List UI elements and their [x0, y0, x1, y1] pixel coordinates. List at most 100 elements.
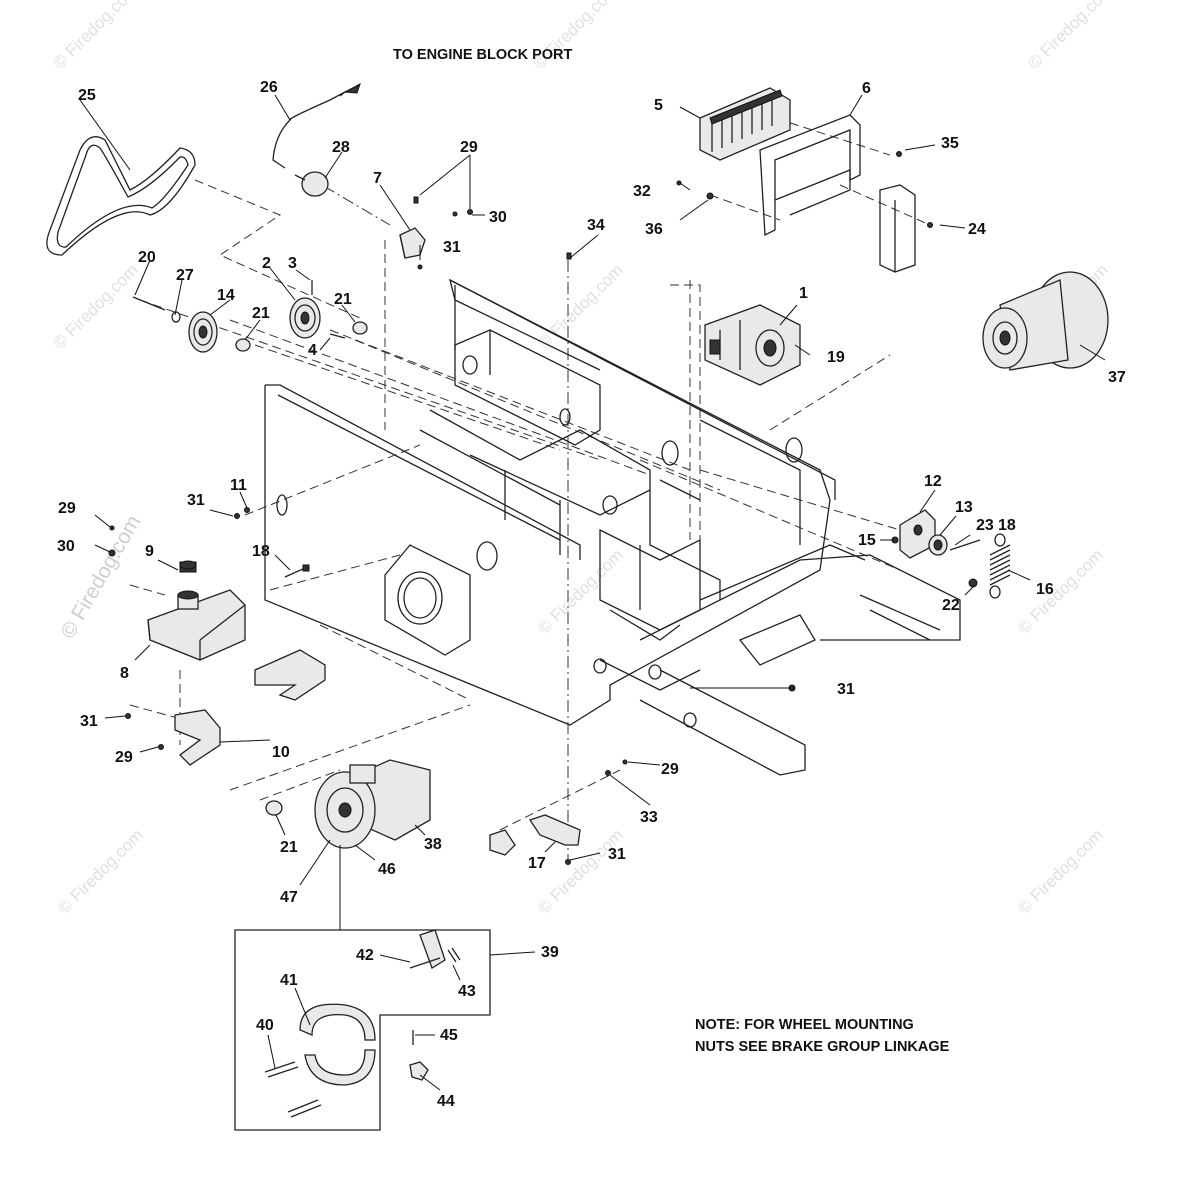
callout-15: 15 — [858, 532, 876, 549]
watermark-text: © Firedog.com — [534, 825, 626, 917]
part-6-bracket — [759, 114, 916, 273]
callout-31: 31 — [443, 239, 461, 256]
leader-lines — [79, 94, 1106, 1091]
callout-9: 9 — [145, 543, 154, 560]
watermark-text: © Firedog.com — [49, 260, 141, 352]
callout-2: 2 — [262, 255, 271, 272]
watermark-text: © Firedog.com — [54, 825, 146, 917]
callout-45: 45 — [440, 1027, 458, 1044]
part-42-43-adjuster — [409, 929, 461, 969]
callout-5: 5 — [654, 97, 663, 114]
watermark-text: © Firedog.com — [1024, 0, 1116, 73]
watermark-text: © Firedog.com — [49, 0, 141, 73]
callout-38: 38 — [424, 836, 442, 853]
part-7-bracket — [399, 227, 426, 259]
callout-34: 34 — [587, 217, 605, 234]
callout-labels: 1 2 3 4 5 6 7 8 9 10 11 12 13 14 15 16 1… — [57, 79, 1126, 1110]
engine-port-note: TO ENGINE BLOCK PORT — [393, 47, 573, 63]
part-39-brake-kit-box — [234, 845, 491, 1131]
callout-1: 1 — [799, 285, 808, 302]
callout-27: 27 — [176, 267, 194, 284]
engine-adapter — [384, 544, 471, 656]
callout-21b: 21 — [334, 291, 352, 308]
chassis-frame — [264, 278, 961, 776]
callout-26: 26 — [260, 79, 278, 96]
part-37-motor — [982, 271, 1109, 371]
callout-31e: 31 — [608, 846, 626, 863]
callout-37: 37 — [1108, 369, 1126, 386]
part-5-cooler — [699, 87, 791, 161]
callout-21c: 21 — [280, 839, 298, 856]
callout-32: 32 — [633, 183, 651, 200]
part-8-mount — [147, 560, 246, 661]
callout-41: 41 — [280, 972, 298, 989]
callout-29b: 29 — [58, 500, 76, 517]
callout-36: 36 — [645, 221, 663, 238]
part-14-pulley — [188, 311, 218, 353]
callout-12: 12 — [924, 473, 942, 490]
part-2-pulley — [289, 297, 321, 339]
small-hardware — [132, 280, 368, 816]
callout-31c: 31 — [80, 713, 98, 730]
callout-31b: 31 — [187, 492, 205, 509]
callout-19: 19 — [827, 349, 845, 366]
callout-8: 8 — [120, 665, 129, 682]
callout-20: 20 — [138, 249, 156, 266]
watermark-text: © Firedog.com — [1014, 545, 1106, 637]
callout-33: 33 — [640, 809, 658, 826]
callout-47: 47 — [280, 889, 298, 906]
wheel-note-line1: NOTE: FOR WHEEL MOUNTING — [695, 1017, 914, 1033]
callout-22: 22 — [942, 597, 960, 614]
callout-43: 43 — [458, 983, 476, 1000]
part-44-45-hardware — [409, 1030, 429, 1081]
assembly-lines — [129, 109, 931, 860]
watermark-text: © Firedog.com — [534, 260, 626, 352]
small-fasteners — [108, 151, 933, 865]
callout-46: 46 — [378, 861, 396, 878]
callout-35: 35 — [941, 135, 959, 152]
callout-16: 16 — [1036, 581, 1054, 598]
watermark-text: © Firedog.com — [1014, 825, 1106, 917]
callout-23: 23 — [976, 517, 994, 534]
part-41-brake-shoes — [299, 1003, 376, 1086]
callout-40: 40 — [256, 1017, 274, 1034]
callout-44: 44 — [437, 1093, 455, 1110]
callout-30b: 30 — [57, 538, 75, 555]
part-40-springs — [264, 1061, 322, 1118]
part-12-tensioner — [899, 509, 936, 559]
callout-4: 4 — [308, 342, 317, 359]
part-1-pump — [704, 304, 801, 386]
watermark-text: © Firedog.com — [56, 511, 145, 642]
part-18-bolt — [284, 564, 310, 578]
notes: TO ENGINE BLOCK PORT NOTE: FOR WHEEL MOU… — [393, 47, 950, 1055]
callout-11: 11 — [230, 477, 247, 494]
callout-13: 13 — [955, 499, 973, 516]
callout-30: 30 — [489, 209, 507, 226]
part-25-belt — [46, 136, 196, 256]
callout-42: 42 — [356, 947, 374, 964]
part-17-bracket — [489, 814, 581, 856]
callout-29c: 29 — [115, 749, 133, 766]
callout-18b: 18 — [998, 517, 1016, 534]
part-13-roller — [928, 534, 948, 556]
callout-18: 18 — [252, 543, 270, 560]
part-10-brackets — [174, 649, 326, 766]
callout-14: 14 — [217, 287, 235, 304]
callout-21: 21 — [252, 305, 270, 322]
part-16-spring — [989, 533, 1011, 599]
callout-24: 24 — [968, 221, 986, 238]
callout-28: 28 — [332, 139, 350, 156]
part-28-fitting — [294, 171, 329, 197]
callout-39: 39 — [541, 944, 559, 961]
callout-7: 7 — [373, 170, 382, 187]
callout-17: 17 — [528, 855, 546, 872]
callout-10: 10 — [272, 744, 290, 761]
callout-25: 25 — [78, 87, 96, 104]
callout-31d: 31 — [837, 681, 855, 698]
callout-6: 6 — [862, 80, 871, 97]
callout-29: 29 — [460, 139, 478, 156]
wheel-note-line2: NUTS SEE BRAKE GROUP LINKAGE — [695, 1039, 950, 1055]
part-38-wheel-motor — [314, 759, 431, 849]
